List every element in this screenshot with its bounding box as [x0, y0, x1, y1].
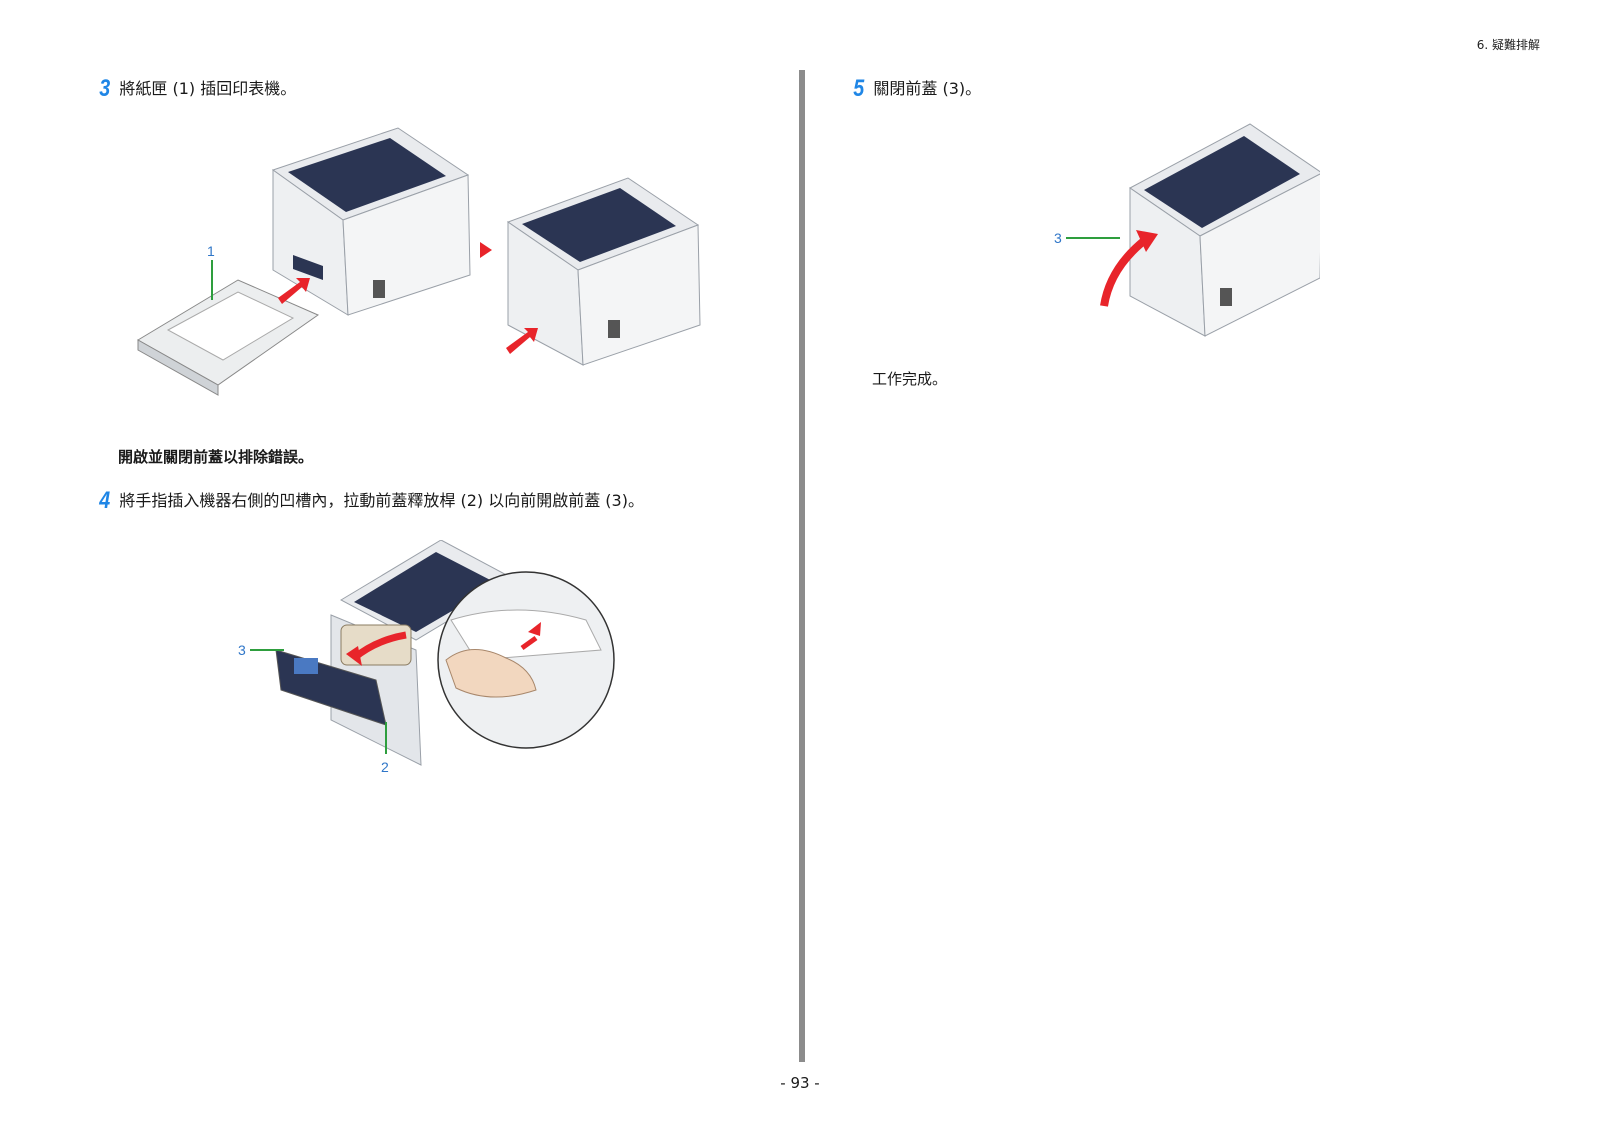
column-divider	[799, 70, 805, 1062]
page-number: - 93 -	[780, 1074, 820, 1092]
label-tray: 1	[207, 243, 215, 259]
printer-closed-illustration	[1129, 123, 1320, 337]
step-text: 關閉前蓋 (3)。	[873, 79, 982, 98]
close-cover-figure: 3	[1054, 123, 1320, 337]
next-step-icon	[480, 242, 492, 258]
label-cover: 3	[1054, 230, 1062, 246]
step-4: 4 將手指插入機器右側的凹槽內，拉動前蓋釋放桿 (2) 以向前開啟前蓋 (3)。	[98, 488, 644, 514]
printer-illustration-inserted	[506, 177, 701, 366]
arrow-close-icon	[1100, 236, 1148, 307]
label-lever: 2	[381, 759, 389, 775]
printer-open-illustration	[275, 540, 518, 766]
step-3: 3 將紙匣 (1) 插回印表機。	[98, 76, 296, 102]
step-number: 5	[853, 75, 865, 102]
step-number: 3	[99, 75, 111, 102]
step-text: 將紙匣 (1) 插回印表機。	[119, 79, 297, 98]
note-text: 開啟並關閉前蓋以排除錯誤。	[118, 448, 314, 466]
label-cover: 3	[238, 642, 246, 658]
step-text: 將手指插入機器右側的凹槽內，拉動前蓋釋放桿 (2) 以向前開啟前蓋 (3)。	[119, 491, 644, 510]
step-number: 4	[99, 487, 111, 514]
paper-tray-illustration: 1	[137, 243, 320, 396]
arrow-insert-icon	[278, 278, 310, 304]
open-cover-figure: 3 2	[238, 540, 615, 775]
section-header: 6. 疑難排解	[1476, 38, 1540, 52]
arrow-push-icon	[506, 328, 538, 354]
completion-text: 工作完成。	[872, 370, 948, 388]
step-5: 5 關閉前蓋 (3)。	[852, 76, 981, 102]
printer-illustration	[271, 127, 471, 316]
tray-insert-figure: 1	[137, 127, 701, 396]
lever-detail-magnifier	[437, 571, 615, 749]
